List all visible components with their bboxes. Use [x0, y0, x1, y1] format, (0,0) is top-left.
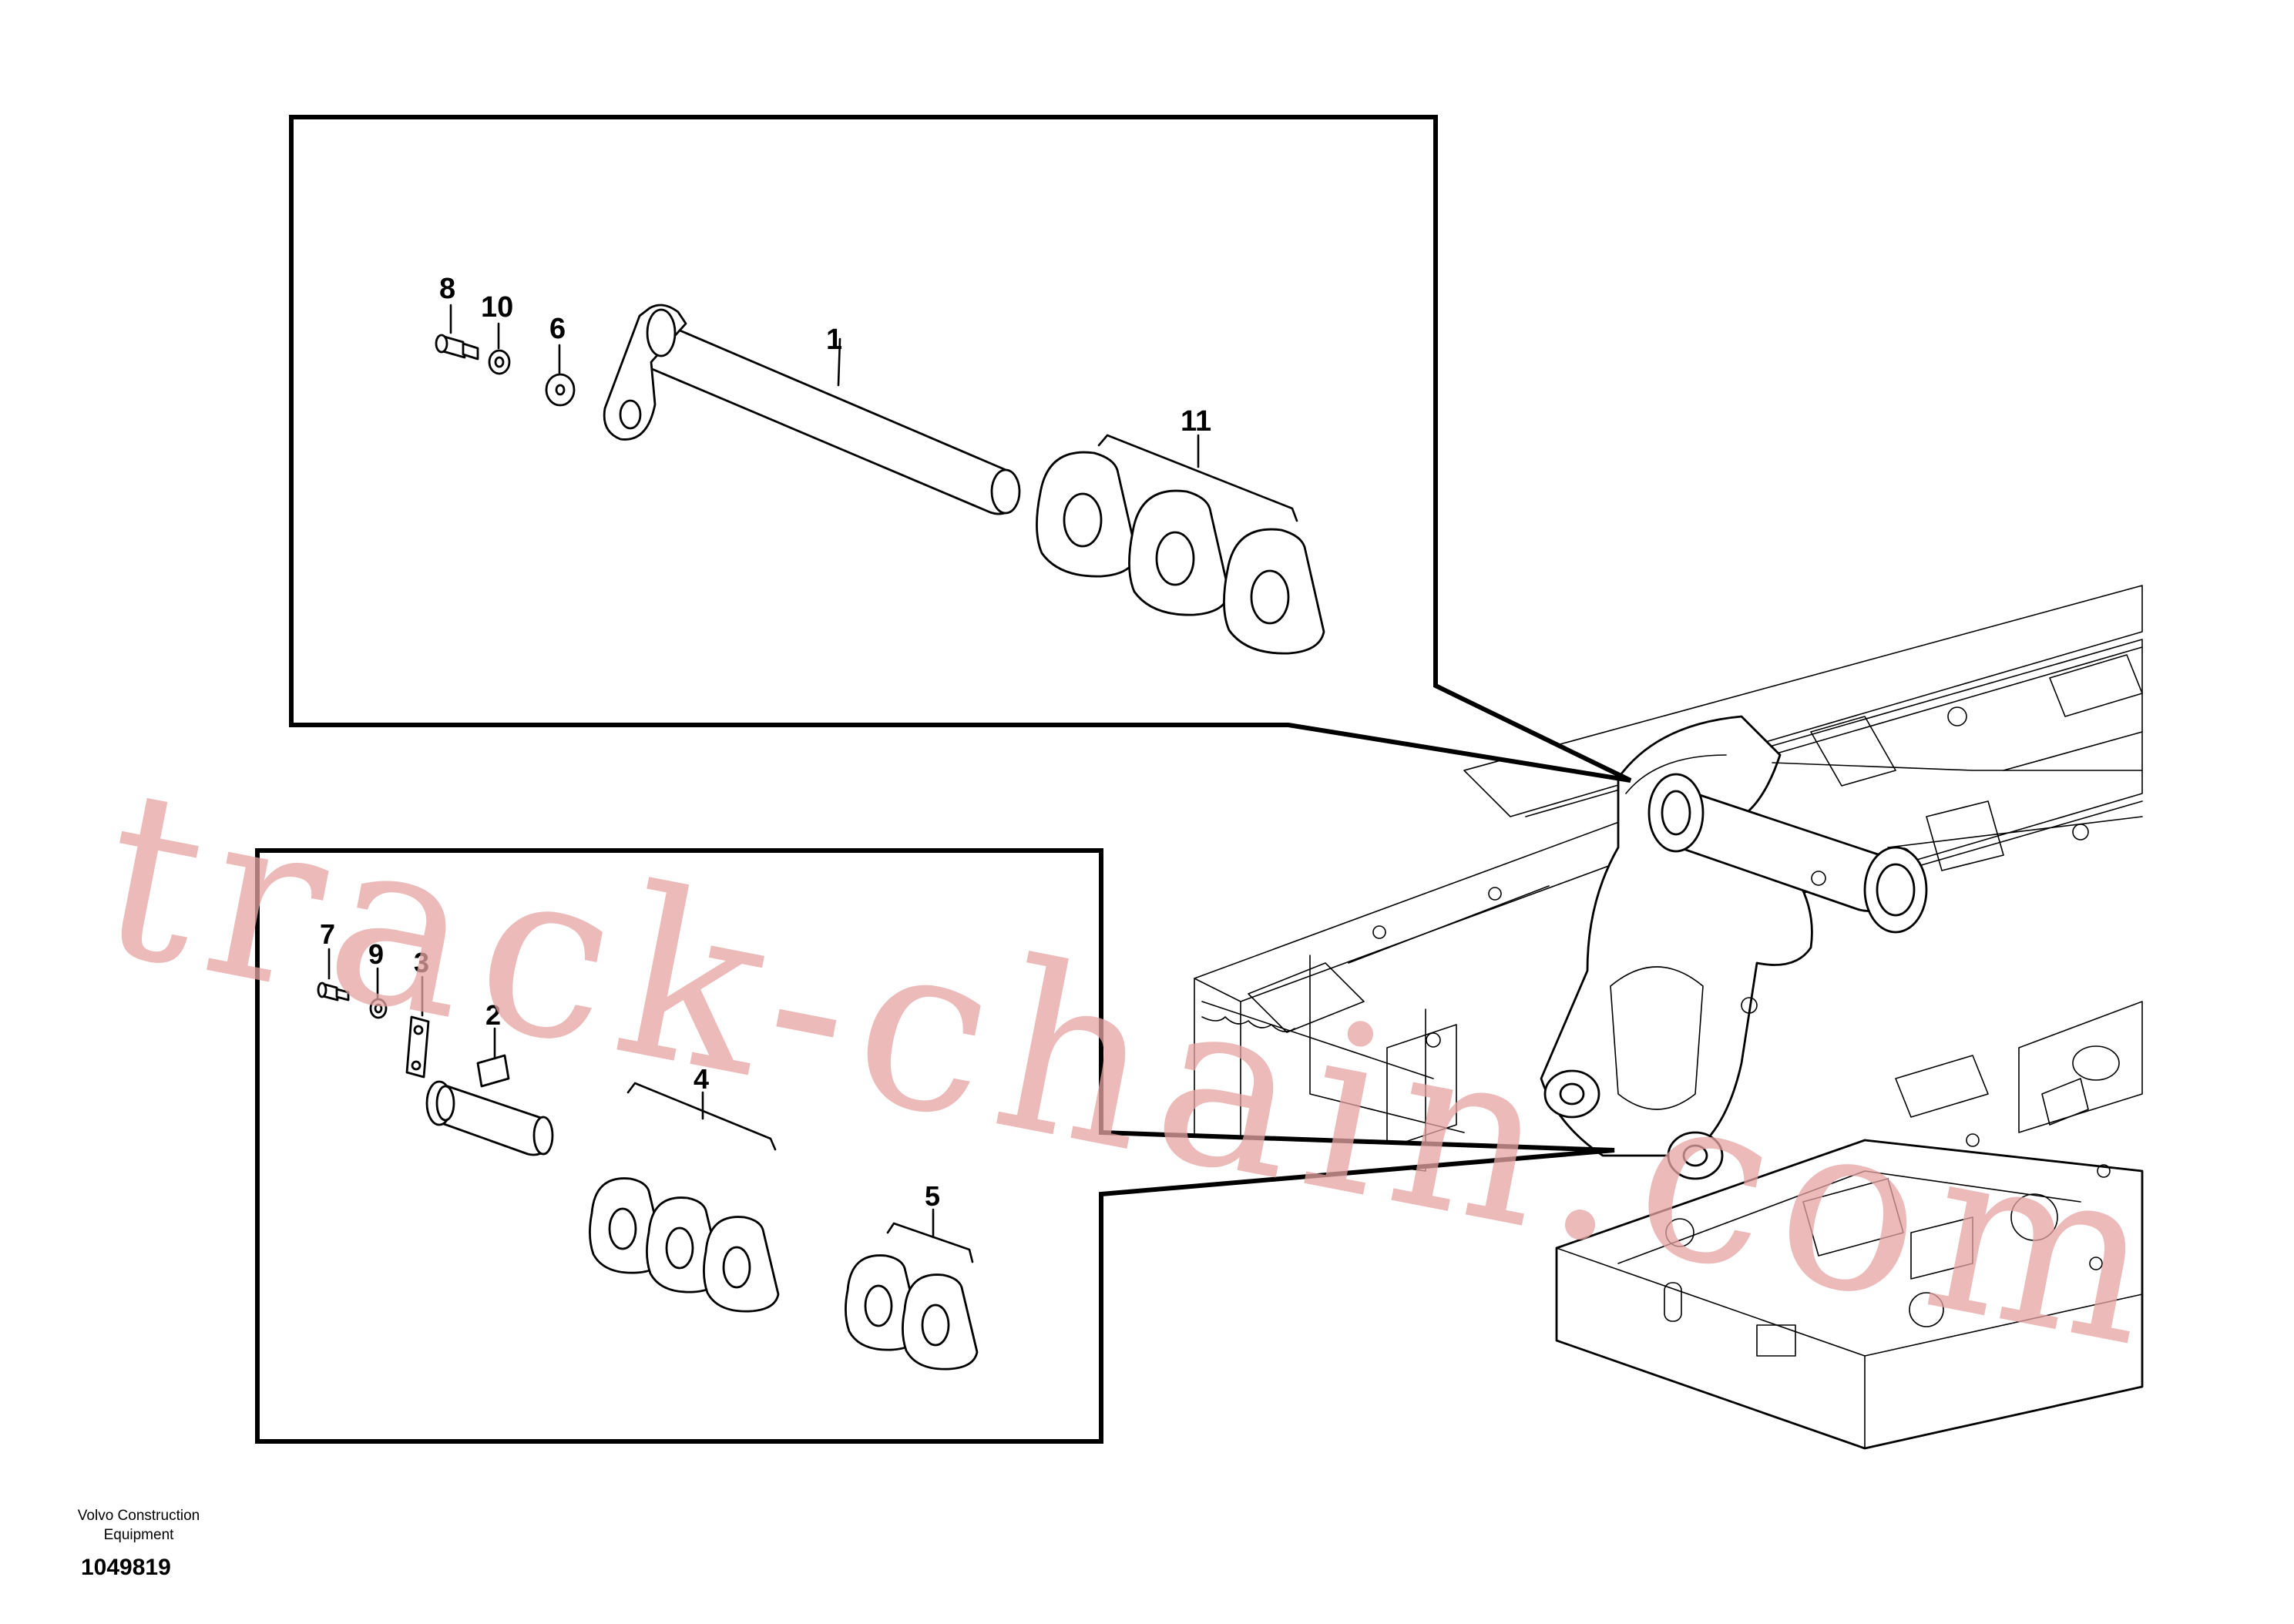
nut-item-10: [488, 349, 511, 375]
shim-set-item-4: [589, 1177, 780, 1313]
drawing-number: 1049819: [81, 1555, 171, 1580]
washer-item-6: [545, 373, 576, 407]
bolt-item-8: [435, 334, 479, 361]
company-name: Volvo Construction Equipment: [46, 1506, 231, 1545]
callout-6: 6: [549, 313, 566, 345]
machine-frame-drawing: [1194, 585, 2144, 1450]
upper-detail-callout-frame: [289, 115, 1632, 783]
company-name-line1: Volvo Construction: [77, 1508, 200, 1524]
plate-item-3: [405, 1015, 430, 1079]
bolt-item-7: [317, 981, 350, 1002]
callout-3: 3: [414, 947, 429, 978]
pin-item-2: [425, 1054, 554, 1156]
nut-item-9: [369, 998, 388, 1019]
callout-10: 10: [481, 291, 513, 324]
callout-9: 9: [368, 938, 384, 970]
shim-set-item-11: [1036, 451, 1325, 655]
callout-5: 5: [925, 1180, 940, 1212]
callout-7: 7: [320, 918, 335, 950]
callout-8: 8: [439, 273, 455, 305]
callout-4: 4: [694, 1063, 709, 1095]
callout-1: 1: [826, 324, 842, 356]
company-name-line2: Equipment: [103, 1527, 174, 1543]
shim-set-item-5: [845, 1254, 979, 1371]
callout-11: 11: [1181, 405, 1211, 438]
upper-detail-parts: [435, 304, 1325, 655]
pin-item-1: [603, 304, 1021, 515]
lower-detail-callout-frame: [255, 848, 1615, 1444]
lower-detail-parts: [317, 948, 979, 1371]
callout-2: 2: [485, 999, 501, 1031]
